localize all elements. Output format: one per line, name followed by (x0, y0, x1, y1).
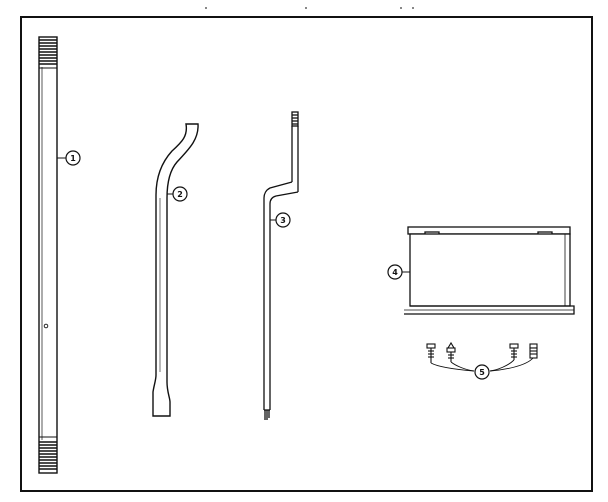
callout-4-label: 4 (392, 268, 398, 277)
callout-1: 1 (65, 150, 81, 166)
screw-3 (509, 343, 519, 360)
part-1-top-thread (39, 39, 57, 65)
screw-4 (529, 343, 538, 359)
part-5-fasteners (426, 341, 538, 372)
screw-2 (446, 341, 456, 362)
callout-5: 5 (474, 364, 490, 380)
part-1-hole (43, 323, 49, 329)
callout-2: 2 (172, 186, 188, 202)
leaders-5 (430, 357, 534, 372)
part-2-curved-rod (152, 123, 199, 417)
part-4-bracket (402, 226, 575, 315)
part-1-bottom-thread (39, 441, 57, 470)
screw-1 (426, 343, 436, 363)
callout-2-label: 2 (177, 190, 183, 199)
callout-1-label: 1 (70, 154, 76, 163)
diagram-frame (20, 16, 593, 492)
part-1-shaft (38, 36, 66, 474)
callout-4: 4 (387, 264, 403, 280)
callout-3-label: 3 (280, 216, 286, 225)
callout-5-label: 5 (479, 368, 485, 377)
callout-3: 3 (275, 212, 291, 228)
part-3-joggled-rod (263, 111, 299, 420)
